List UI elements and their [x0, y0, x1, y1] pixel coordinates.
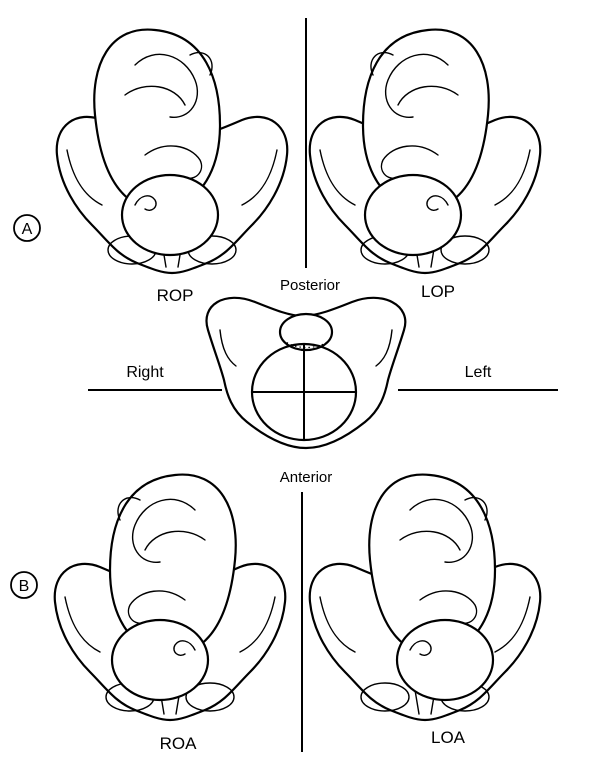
caption-roa: ROA: [160, 734, 198, 753]
panel-marker-b: B: [10, 571, 38, 599]
caption-lop: LOP: [421, 282, 455, 301]
svg-text:A: A: [22, 221, 33, 238]
fetus-rop-illustration: [55, 28, 289, 275]
pelvic-inlet-diagram: [205, 296, 407, 450]
label-anterior: Anterior: [280, 469, 333, 486]
label-right: Right: [126, 364, 164, 381]
fetus-roa-illustration: [53, 473, 287, 722]
caption-loa: LOA: [431, 728, 466, 747]
fetus-lop-illustration: [308, 28, 542, 275]
label-left: Left: [465, 364, 492, 381]
caption-rop: ROP: [157, 286, 194, 305]
panel-marker-a: A: [13, 214, 41, 242]
label-posterior: Posterior: [280, 277, 340, 294]
svg-text:B: B: [19, 578, 30, 595]
fetus-loa-illustration: [308, 473, 542, 722]
